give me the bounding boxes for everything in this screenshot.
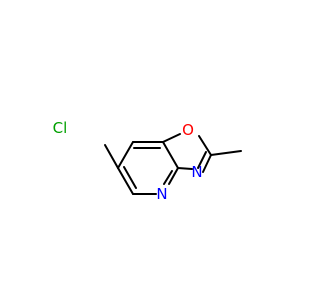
bond-layer: [104, 133, 242, 195]
chlorine-label: Cl: [53, 119, 68, 137]
bond-n3-c3a: [177, 167, 193, 170]
bond-c5-c6-inner: [123, 166, 137, 189]
bond-c3a-n4: [168, 167, 179, 185]
pyridine-nitrogen-label: N: [156, 185, 167, 203]
atom-labels: Cl O N N: [53, 119, 203, 203]
bond-c6-cl: [104, 144, 119, 169]
bond-c6-c7: [117, 141, 134, 169]
bond-c3a-n4-inner: [163, 170, 173, 185]
bond-c7a-o1: [162, 133, 181, 143]
bond-c7a-c3a: [162, 141, 179, 169]
oxygen-label: O: [182, 121, 194, 139]
structure-canvas: Cl O N N: [53, 119, 242, 203]
bond-o1-c2: [198, 135, 212, 156]
bond-c5-c6: [117, 167, 134, 195]
bond-c2-n3-inner: [197, 151, 207, 169]
bond-c2-n3: [202, 154, 212, 173]
bond-c2-methyl: [210, 150, 242, 156]
oxazole-nitrogen-label: N: [191, 163, 202, 181]
